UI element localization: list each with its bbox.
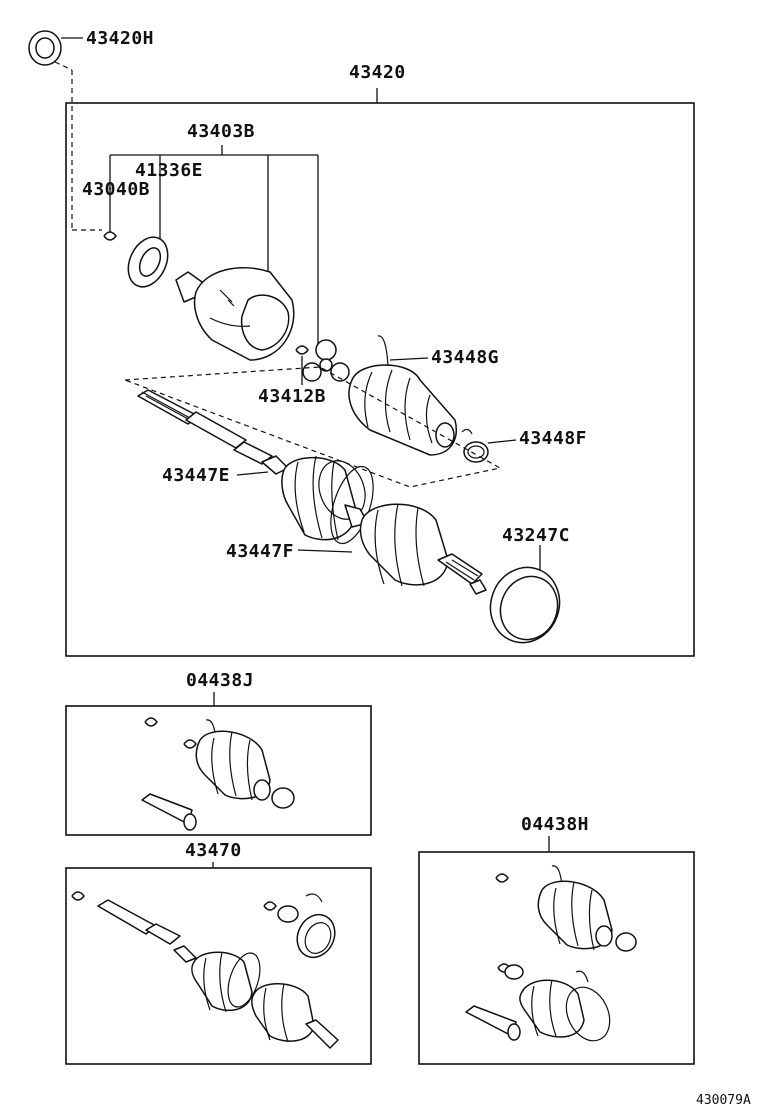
frame-04438J-kit	[65, 705, 372, 836]
part-43412B-snap-ring	[295, 345, 309, 355]
label-43420H: 43420H	[86, 28, 154, 49]
leader-43448G	[389, 357, 429, 361]
figure-id: 430079A	[696, 1093, 751, 1108]
label-41336E: 41336E	[135, 160, 203, 181]
label-43448F: 43448F	[519, 428, 587, 449]
frame-43470-kit	[65, 867, 372, 1065]
leader-43447F	[297, 549, 353, 553]
part-outer-cv-joint	[344, 503, 487, 595]
label-43412B: 43412B	[258, 386, 326, 407]
label-43040B: 43040B	[82, 179, 150, 200]
label-04438H: 04438H	[521, 814, 589, 835]
kit-04438H-parts	[465, 865, 637, 1042]
part-tripod-joint	[302, 339, 350, 382]
label-43403B: 43403B	[187, 121, 255, 142]
label-43447E: 43447E	[162, 465, 230, 486]
label-43448G: 43448G	[431, 347, 499, 368]
label-43470: 43470	[185, 840, 242, 861]
part-41336E-washer	[127, 236, 169, 288]
leader-43447E	[236, 471, 269, 476]
label-43447F: 43447F	[226, 541, 294, 562]
part-43448G-boot	[348, 335, 457, 456]
part-43420H-seal	[28, 30, 102, 231]
kit-43470-parts	[71, 891, 339, 1049]
part-43247C-seal-ring	[489, 566, 561, 644]
part-drive-shaft	[137, 389, 273, 465]
label-43420: 43420	[349, 62, 406, 83]
part-43447E-outer-boot	[261, 455, 366, 541]
part-43447F-boot-clamp	[330, 465, 374, 545]
label-04438J: 04438J	[186, 670, 254, 691]
frame-43420-assembly	[65, 102, 695, 657]
part-43448F-clamp	[461, 428, 489, 463]
label-43247C: 43247C	[502, 525, 570, 546]
frame-04438H-kit	[418, 851, 695, 1065]
part-43040B-snap-ring	[103, 231, 117, 241]
leader-43403B	[109, 145, 319, 345]
leader-43448F	[487, 439, 517, 444]
kit-04438J-parts	[141, 717, 295, 831]
part-43403B-joint-housing	[175, 267, 295, 361]
dashed-subassembly-outline	[124, 366, 502, 488]
